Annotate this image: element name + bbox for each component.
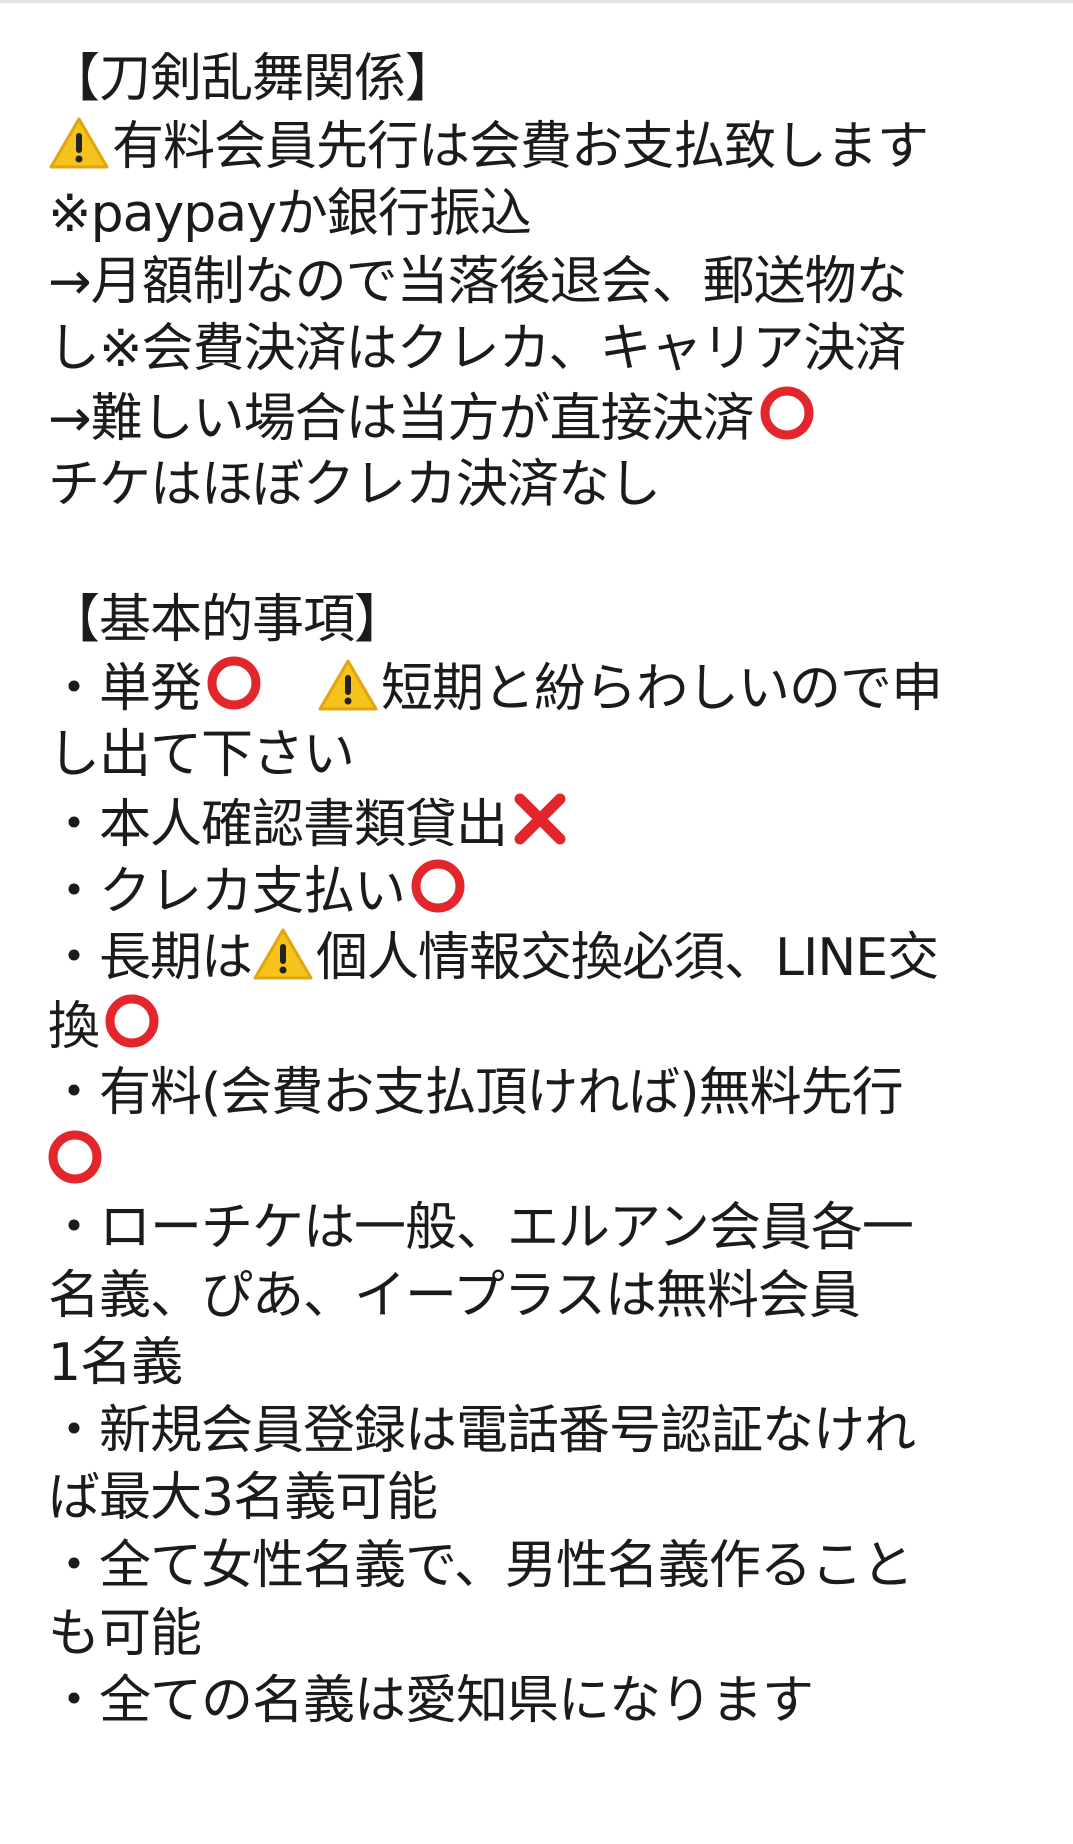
item1-line2: し出て下さい — [48, 724, 355, 785]
item6-line3: 1名義 — [48, 1333, 183, 1394]
section2-heading: 【基本的事項】 — [48, 589, 406, 650]
red-circle-icon — [205, 654, 263, 712]
item4-text-b: 個人情報交換必須、LINE交 — [316, 927, 939, 988]
item1-line: ・単発 短期と紛らわしいので申 — [48, 654, 1058, 722]
item7-line2: ば最大3名義可能 — [48, 1468, 438, 1529]
item3-line: ・クレカ支払い — [48, 857, 1058, 925]
section1-line5-text: →難しい場合は当方が直接決済 — [48, 388, 755, 449]
item4-line2: 換 — [48, 992, 1058, 1060]
top-edge — [0, 0, 1073, 3]
item5-line: ・有料(会費お支払頂ければ)無料先行 — [48, 1062, 904, 1123]
item3-text: ・クレカ支払い — [48, 862, 406, 923]
red-cross-icon — [511, 790, 569, 848]
section1-line4: し※会費決済はクレカ、キャリア決済 — [48, 319, 907, 380]
item5-line2 — [48, 1128, 1058, 1196]
section1-line5: →難しい場合は当方が直接決済 — [48, 384, 1058, 452]
warning-icon — [252, 927, 314, 981]
section1-line1: 有料会員先行は会費お支払致します — [48, 114, 1058, 182]
item6-line2: 名義、ぴあ、イープラスは無料会員 — [48, 1265, 861, 1326]
red-circle-icon — [103, 992, 161, 1050]
item4-text-c: 換 — [48, 997, 100, 1058]
item9-line: ・全ての名義は愛知県になります — [48, 1671, 814, 1732]
item8-line1: ・全て女性名義で、男性名義作ること — [48, 1536, 914, 1597]
item2-text: ・本人確認書類貸出 — [48, 794, 508, 855]
warning-icon — [317, 658, 379, 712]
item1-text-a: ・単発 — [48, 659, 202, 720]
item7-line1: ・新規会員登録は電話番号認証なけれ — [48, 1400, 916, 1461]
blank-line — [48, 519, 1058, 587]
item4-text-a: ・長期は — [48, 927, 253, 988]
red-circle-icon — [409, 857, 467, 915]
item1-text-b: 短期と紛らわしいので申 — [381, 659, 943, 720]
section1-heading: 【刀剣乱舞関係】 — [48, 49, 457, 109]
warning-icon — [48, 116, 110, 170]
item2-line: ・本人確認書類貸出 — [48, 790, 1058, 858]
section1-line1-text: 有料会員先行は会費お支払致します — [112, 116, 929, 177]
item8-line2: も可能 — [48, 1603, 202, 1664]
section1-line2: ※paypayか銀行振込 — [48, 184, 532, 245]
item6-line1: ・ローチケは一般、エルアン会員各一 — [48, 1198, 914, 1259]
item4-line: ・長期は 個人情報交換必須、LINE交 — [48, 925, 1058, 993]
section1-line6: チケはほぼクレカ決済なし — [48, 454, 661, 515]
section1-line3: →月額制なので当落後退会、郵送物な — [48, 251, 908, 312]
note-body: 【刀剣乱舞関係】 有料会員先行は会費お支払致します ※paypayか銀行振込 →… — [48, 46, 1058, 1736]
red-circle-icon — [46, 1128, 104, 1186]
red-circle-icon — [758, 384, 816, 442]
